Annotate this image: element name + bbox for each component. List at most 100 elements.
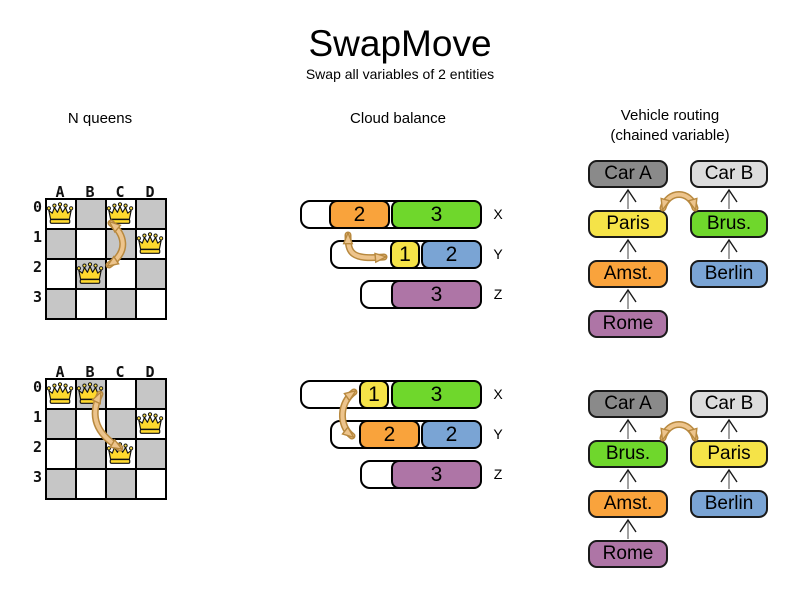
chain-arrow-icon <box>619 468 637 489</box>
board-cell <box>77 410 107 440</box>
vehicle-box-label: Paris <box>707 443 751 464</box>
queen-icon <box>106 202 134 226</box>
computer-label: Z <box>493 466 503 482</box>
vehicle-box-label: Car A <box>604 163 652 184</box>
board-cell <box>107 260 137 290</box>
page-subtitle: Swap all variables of 2 entities <box>305 66 495 82</box>
vehicle-box-label: Berlin <box>704 263 754 284</box>
board-row-label: 2 <box>32 258 42 276</box>
vehicle-box-label: Car B <box>704 393 754 414</box>
board-cell <box>47 470 77 500</box>
board-column-label: C <box>115 363 125 381</box>
vehicle-box-label: Brus. <box>706 213 752 234</box>
vehicle-box-label: Rome <box>602 313 654 334</box>
queen-icon <box>106 442 134 466</box>
board-cell <box>137 200 167 230</box>
chain-arrow-icon <box>720 188 738 209</box>
section-header-vehicle-line2: (chained variable) <box>610 127 730 144</box>
board-column-label: B <box>85 363 95 381</box>
board-cell <box>47 440 77 470</box>
board-column-label: D <box>145 363 155 381</box>
process-box: 2 <box>421 240 482 269</box>
queen-icon <box>46 202 74 226</box>
queen-icon <box>76 382 104 406</box>
computer-label: X <box>493 386 503 402</box>
process-box: 2 <box>421 420 482 449</box>
vehicle-box-label: Brus. <box>605 443 651 464</box>
vehicle-box: Berlin <box>690 260 768 288</box>
board-cell <box>47 290 77 320</box>
computer-label: Y <box>493 426 503 442</box>
board-cell <box>107 470 137 500</box>
board-cell <box>107 410 137 440</box>
process-value: 1 <box>368 382 380 406</box>
chain-arrow-icon <box>619 418 637 439</box>
board-cell <box>77 470 107 500</box>
board-cell <box>137 470 167 500</box>
board-column-label: B <box>85 183 95 201</box>
board-cell <box>47 410 77 440</box>
section-header-cloud: Cloud balance <box>350 110 446 127</box>
process-box: 3 <box>391 460 482 489</box>
vehicle-box: Rome <box>588 310 668 338</box>
process-box: 2 <box>329 200 390 229</box>
vehicle-box: Paris <box>690 440 768 468</box>
vehicle-box-label: Paris <box>606 213 650 234</box>
board-row-label: 3 <box>32 468 42 486</box>
vehicle-box-label: Car B <box>704 163 754 184</box>
vehicle-box: Amst. <box>588 260 668 288</box>
process-value: 3 <box>430 282 443 306</box>
vehicle-box: Brus. <box>690 210 768 238</box>
process-value: 3 <box>430 202 443 226</box>
board-cell <box>77 230 107 260</box>
process-value: 2 <box>383 422 396 446</box>
vehicle-box-label: Rome <box>602 543 654 564</box>
board-cell <box>137 380 167 410</box>
chain-arrow-icon <box>619 518 637 539</box>
vehicle-box: Car B <box>690 390 768 418</box>
swap-arrow-icon <box>659 191 699 209</box>
queen-icon <box>136 232 164 256</box>
board-cell <box>47 230 77 260</box>
board-cell <box>137 440 167 470</box>
process-box: 1 <box>390 240 420 269</box>
section-header-nqueens: N queens <box>67 110 133 127</box>
vehicle-box: Car A <box>588 390 668 418</box>
chain-arrow-icon <box>720 468 738 489</box>
board-cell <box>107 230 137 260</box>
board-column-label: A <box>55 363 65 381</box>
computer-label: Y <box>493 246 503 262</box>
vehicle-box: Car A <box>588 160 668 188</box>
chain-arrow-icon <box>619 238 637 259</box>
queen-icon <box>76 262 104 286</box>
board-row-label: 0 <box>32 198 42 216</box>
vehicle-box-label: Amst. <box>603 493 653 514</box>
vehicle-box-label: Amst. <box>603 263 653 284</box>
process-value: 3 <box>430 462 443 486</box>
queen-icon <box>46 382 74 406</box>
vehicle-box: Paris <box>588 210 668 238</box>
vehicle-box: Rome <box>588 540 668 568</box>
board-cell <box>137 290 167 320</box>
vehicle-box-label: Berlin <box>704 493 754 514</box>
process-value: 2 <box>445 422 458 446</box>
board-cell <box>77 440 107 470</box>
computer-label: X <box>493 206 503 222</box>
board-row-label: 3 <box>32 288 42 306</box>
vehicle-box: Amst. <box>588 490 668 518</box>
chain-arrow-icon <box>619 188 637 209</box>
swap-arrow-icon <box>659 421 699 439</box>
board-column-label: D <box>145 183 155 201</box>
board-cell <box>77 290 107 320</box>
process-value: 2 <box>353 202 366 226</box>
board-cell <box>107 380 137 410</box>
vehicle-box-label: Car A <box>604 393 652 414</box>
board-column-label: A <box>55 183 65 201</box>
section-header-vehicle-line1: Vehicle routing <box>620 107 720 124</box>
board-cell <box>77 200 107 230</box>
board-row-label: 1 <box>32 408 42 426</box>
process-value: 2 <box>445 242 458 266</box>
queen-icon <box>136 412 164 436</box>
process-value: 1 <box>399 242 411 266</box>
